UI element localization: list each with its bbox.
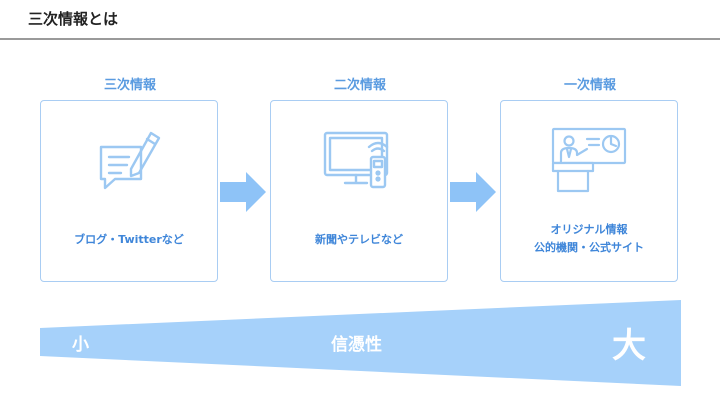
page-title: 三次情報とは xyxy=(28,10,119,28)
credibility-wedge xyxy=(40,300,681,386)
card-caption: ブログ・Twitterなど xyxy=(74,233,184,246)
card-caption: 新聞やテレビなど xyxy=(315,233,403,246)
credibility-label: 信憑性 xyxy=(331,335,382,355)
title-divider xyxy=(0,38,720,40)
flow-arrow-right xyxy=(450,172,496,212)
credibility-low-label: 小 xyxy=(72,335,89,355)
flow-arrow-right xyxy=(220,172,266,212)
card-tertiary-info: ブログ・Twitterなど xyxy=(40,100,218,282)
card-primary-info: オリジナル情報 公的機関・公式サイト xyxy=(500,100,678,282)
credibility-high-label: 大 xyxy=(612,326,646,366)
column-heading-primary: 一次情報 xyxy=(563,78,616,93)
chat-pen-icon xyxy=(89,125,169,201)
card-caption-line-2: 公的機関・公式サイト xyxy=(534,241,644,254)
card-secondary-info: 新聞やテレビなど xyxy=(270,100,448,282)
card-caption-line-1: オリジナル情報 xyxy=(550,223,628,236)
presenter-icon xyxy=(547,125,631,201)
column-heading-tertiary: 三次情報 xyxy=(103,78,156,93)
tv-remote-icon xyxy=(319,125,399,201)
column-heading-secondary: 二次情報 xyxy=(333,78,386,93)
